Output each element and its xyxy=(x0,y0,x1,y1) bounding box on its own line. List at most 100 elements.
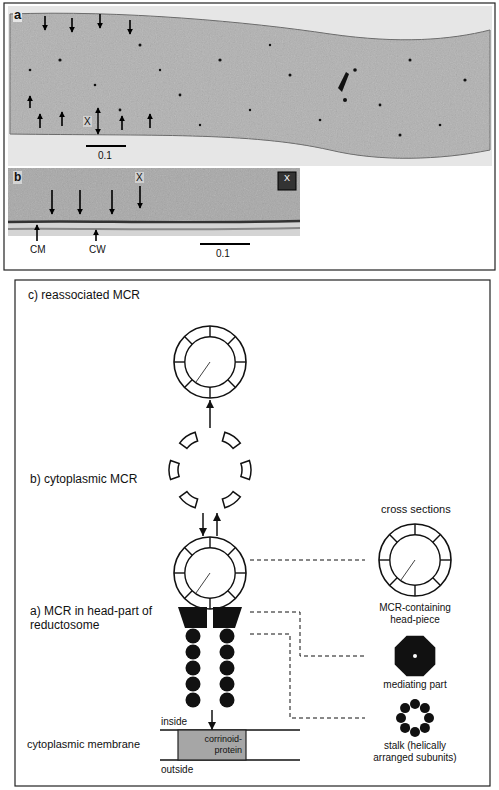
ring-divider xyxy=(209,598,210,609)
micrograph-detail xyxy=(379,104,382,107)
scale-value: 0.1 xyxy=(97,150,113,161)
mediating-part xyxy=(178,607,207,628)
micrograph-detail xyxy=(353,68,357,72)
panel-letter: a xyxy=(13,8,22,22)
stalk-subunit xyxy=(400,703,410,713)
micrograph-detail xyxy=(139,44,142,47)
cell-body xyxy=(8,168,300,222)
ring-divider xyxy=(228,548,236,556)
micrograph-detail xyxy=(218,58,221,61)
ring-fragment xyxy=(169,461,179,480)
panel-letter: b xyxy=(13,171,22,184)
micrograph-detail xyxy=(343,98,347,102)
micrograph-detail xyxy=(95,230,97,241)
ring-inner xyxy=(390,535,440,585)
node-label: b) cytoplasmic MCR xyxy=(30,472,160,486)
octagon-hole xyxy=(413,654,417,658)
micrograph-b xyxy=(8,168,300,244)
micrograph-detail xyxy=(29,69,32,72)
micrograph-detail xyxy=(94,84,97,87)
cross-section-ring: MCR-containing head-piece xyxy=(365,522,465,628)
arrow-connector xyxy=(216,513,218,536)
inset-letter: X xyxy=(283,174,291,184)
leader-line xyxy=(250,560,365,561)
marker-arrows xyxy=(37,186,140,241)
stalk-subunit xyxy=(186,629,201,644)
leader-line xyxy=(250,634,365,718)
micrograph-a xyxy=(8,6,492,166)
speckles xyxy=(29,44,467,137)
ring-divider xyxy=(235,361,246,362)
node-outline xyxy=(20,428,255,513)
ring-outer xyxy=(379,524,451,596)
micrograph-detail xyxy=(179,94,182,97)
stalk-subunit xyxy=(220,677,235,692)
panel-frame xyxy=(15,280,490,786)
stalk-subunit xyxy=(186,693,201,708)
micrograph-detail xyxy=(51,190,53,214)
ring-divider xyxy=(185,337,193,345)
stalk-subunit xyxy=(186,677,201,692)
panel-letter-holder: b xyxy=(13,171,22,184)
side-label: outside xyxy=(160,764,194,775)
ring-divider xyxy=(228,591,236,599)
node-label: c) reassociated MCR xyxy=(28,288,228,302)
scale-bar xyxy=(200,243,250,245)
ring-divider xyxy=(174,572,185,573)
ring-divider xyxy=(209,387,210,398)
ring-fragment xyxy=(222,432,240,448)
section-heading-holder: cross sections xyxy=(380,503,452,515)
structure-abbreviation-holder: CM xyxy=(29,244,47,255)
node-shape xyxy=(178,730,246,760)
marker-arrows xyxy=(30,14,150,130)
ring-divider xyxy=(390,578,398,586)
scale-value: 0.1 xyxy=(215,248,231,259)
node-shape xyxy=(379,524,451,596)
node-label: a) MCR in head-part of reductosome xyxy=(30,604,165,633)
ring-divider xyxy=(185,548,193,556)
micrograph-detail xyxy=(439,124,442,127)
ring-divider xyxy=(440,559,451,560)
micrograph-detail xyxy=(111,190,113,214)
micrograph-detail xyxy=(44,16,46,30)
ring-divider xyxy=(433,535,441,543)
stalk-subunit xyxy=(400,723,410,733)
side-label-holder: inside xyxy=(160,716,188,727)
micrograph-detail xyxy=(289,74,292,77)
micrograph-detail xyxy=(249,109,251,111)
ring-outer xyxy=(174,326,246,398)
stalk-subunit xyxy=(186,645,201,660)
membrane-label-holder: cytoplasmic membrane xyxy=(26,738,141,750)
micrograph-detail xyxy=(338,72,349,92)
inset-image xyxy=(278,172,296,190)
stalk-subunit xyxy=(396,713,406,723)
double-arrow xyxy=(97,108,98,134)
micrograph-detail xyxy=(409,59,412,62)
micrograph-detail xyxy=(121,116,123,130)
scale-bar xyxy=(86,145,126,147)
ring-fragment xyxy=(180,492,198,508)
ring-outer xyxy=(174,537,246,609)
stalk-subunit xyxy=(220,693,235,708)
ring-divider xyxy=(433,578,441,586)
cross-section-octagon: mediating part xyxy=(365,632,465,694)
node-shape xyxy=(396,699,434,737)
reductosome: a) MCR in head-part of reductosome xyxy=(20,536,250,710)
marker-letter-holder: X xyxy=(135,172,144,183)
arrow-connector xyxy=(209,400,211,428)
structure-abbreviation-holder: CW xyxy=(88,244,107,255)
structure-abbreviation: CW xyxy=(88,244,107,255)
stalk-subunit xyxy=(220,661,235,676)
cross-section-stalk: stalk (helically arranged subunits) xyxy=(365,698,465,770)
micrograph-detail xyxy=(39,114,41,128)
stalk-subunit xyxy=(186,661,201,676)
stalk-subunit xyxy=(220,629,235,644)
micrograph-detail xyxy=(463,78,466,81)
micrograph-detail xyxy=(119,109,122,112)
micrograph-detail xyxy=(149,114,151,128)
cytoplasmic-membrane-line xyxy=(8,221,300,222)
node-shape xyxy=(174,537,246,708)
inset-letter-holder: X xyxy=(283,174,291,184)
cell-wall-line xyxy=(8,228,300,229)
